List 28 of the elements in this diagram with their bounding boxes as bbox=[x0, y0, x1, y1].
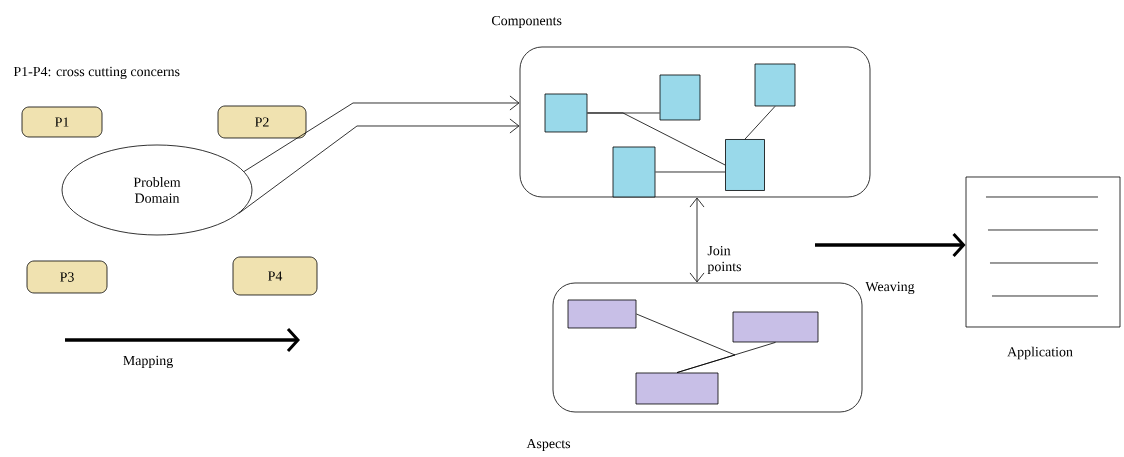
component-box bbox=[732, 311, 819, 343]
concern-box: P2 bbox=[217, 105, 307, 139]
component-box bbox=[754, 63, 796, 107]
panel-heading: Aspects bbox=[526, 438, 571, 452]
arrow-caption: Mapping bbox=[123, 355, 173, 369]
component-box bbox=[725, 139, 765, 191]
connector-line bbox=[636, 313, 736, 373]
component-box bbox=[635, 372, 719, 405]
concern-box: P4 bbox=[232, 256, 318, 296]
concern-box: P1 bbox=[21, 106, 103, 138]
arrow bbox=[243, 95, 520, 172]
connector-line bbox=[655, 171, 726, 173]
connector-line bbox=[744, 106, 776, 140]
concern-box: P3 bbox=[26, 260, 108, 294]
component-box bbox=[567, 299, 637, 329]
connector-line bbox=[587, 112, 726, 166]
component-box bbox=[544, 93, 588, 133]
document-caption: Application bbox=[1007, 346, 1073, 360]
arrow bbox=[689, 197, 705, 283]
connector-line bbox=[676, 342, 776, 373]
legend-note: P1-P4: cross cutting concerns bbox=[13, 66, 180, 80]
edge-label: Weaving bbox=[865, 281, 915, 295]
arrow bbox=[815, 233, 966, 257]
component-box bbox=[659, 74, 701, 121]
component-box bbox=[612, 146, 656, 198]
panel-heading: Components bbox=[492, 15, 562, 29]
arrow bbox=[238, 118, 520, 214]
edge-label: Join points bbox=[707, 245, 741, 275]
